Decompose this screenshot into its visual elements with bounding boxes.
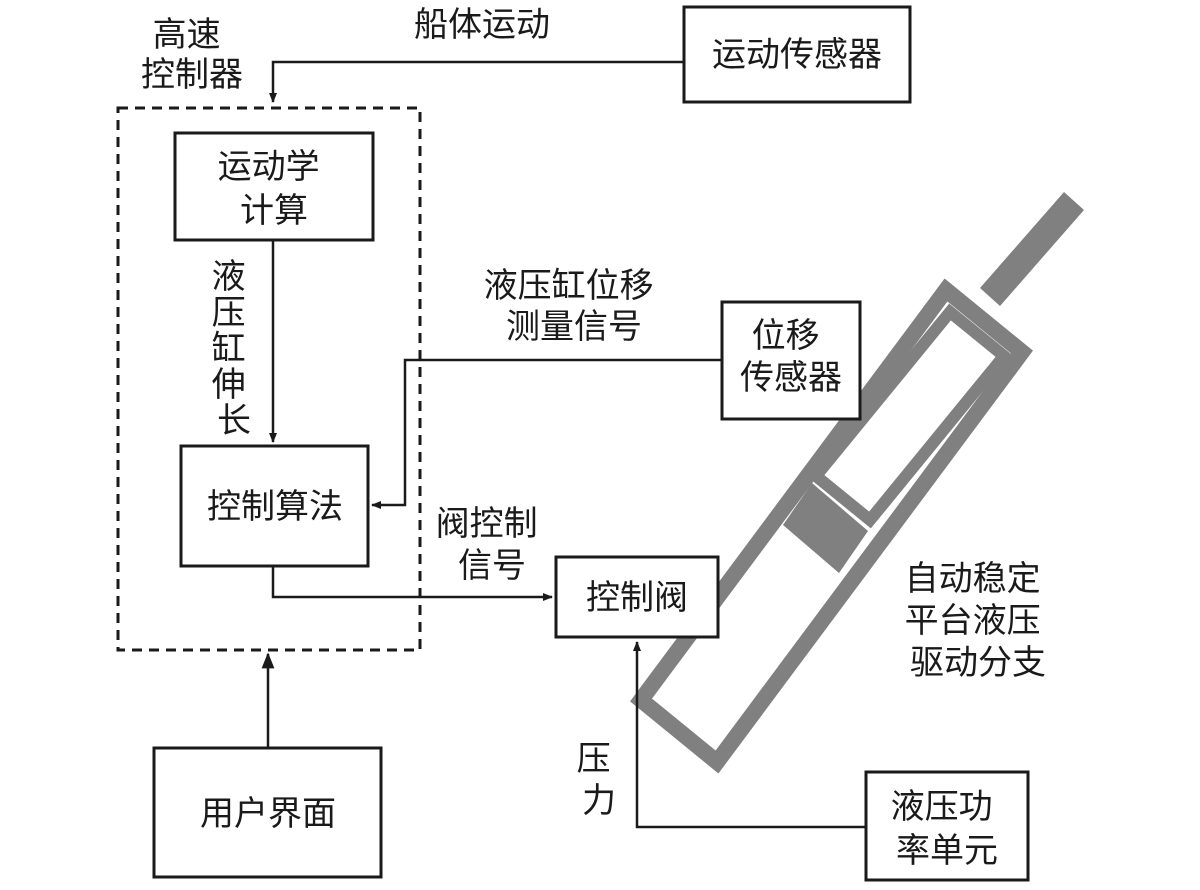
ship-motion-label: 船体运动 <box>414 5 550 45</box>
hydraulic-power-unit-label: 液压功 率单元 <box>891 787 1004 871</box>
displacement-sensor-label: 位移 传感器 <box>740 316 842 398</box>
high-speed-controller-label: 高速 控制器 <box>141 15 243 95</box>
pressure-label: 压 力 <box>577 739 622 821</box>
ship-motion-arrow <box>269 60 684 103</box>
cylinder-extension-label: 液 压 缸 伸 长 <box>212 257 257 441</box>
control-algorithm-box <box>179 444 370 568</box>
cylinder-body <box>630 278 1033 774</box>
high-speed-controller-boundary <box>116 106 422 652</box>
hydraulic-cylinder <box>630 192 1084 774</box>
cylinder-measurement-label: 液压缸位移 测量信号 <box>484 266 665 347</box>
displacement-sensor-box <box>720 300 862 421</box>
kinematics-label: 运动学 计算 <box>218 147 331 231</box>
control-algorithm-label: 控制算法 <box>207 487 343 527</box>
hydraulic-power-unit-box <box>864 770 1030 882</box>
cylinder-piston <box>783 483 868 573</box>
displacement-feedback-arrow <box>371 358 722 509</box>
pressure-arrow <box>633 641 866 829</box>
motion-sensor-label: 运动传感器 <box>712 35 882 75</box>
user-interface-label: 用户界面 <box>200 794 336 834</box>
control-valve-label: 控制阀 <box>586 578 688 618</box>
control-valve-box <box>554 555 720 639</box>
valve-signal-arrow <box>271 566 553 601</box>
valve-control-signal-label: 阀控制 信号 <box>436 504 549 586</box>
cylinder-rod <box>980 192 1084 306</box>
cylinder-inner-chamber <box>807 303 1013 529</box>
motion-sensor-box <box>682 5 912 104</box>
kinematics-box <box>173 131 375 242</box>
user-interface-box <box>152 746 383 879</box>
stabilized-platform-branch-label: 自动稳定 平台液压 驱动分支 <box>905 559 1052 683</box>
